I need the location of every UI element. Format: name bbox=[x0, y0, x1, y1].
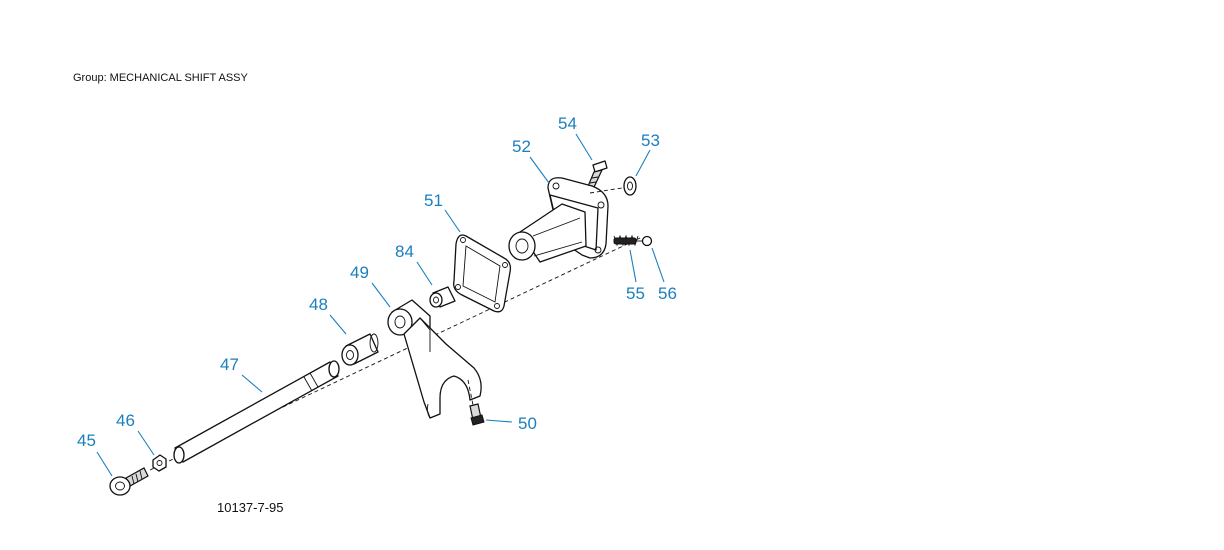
callout-45: 45 bbox=[77, 431, 96, 450]
part-51-gasket bbox=[453, 234, 512, 313]
part-53-washer bbox=[589, 176, 637, 196]
callout-53: 53 bbox=[641, 131, 660, 150]
part-46-nut bbox=[152, 454, 167, 472]
callout-48: 48 bbox=[309, 295, 328, 314]
callout-46: 46 bbox=[116, 411, 135, 430]
callout-51: 51 bbox=[424, 191, 443, 210]
part-48-bushing bbox=[341, 333, 379, 366]
figure-reference: 10137-7-95 bbox=[217, 500, 284, 515]
callout-54: 54 bbox=[558, 114, 577, 133]
leader-lines bbox=[96, 133, 665, 477]
part-50-screw bbox=[467, 379, 485, 426]
part-84-bushing bbox=[429, 286, 456, 308]
callout-50: 50 bbox=[518, 414, 537, 433]
part-56-ball bbox=[636, 235, 653, 247]
callout-52: 52 bbox=[512, 137, 531, 156]
part-47-shaft bbox=[173, 360, 340, 464]
callout-55: 55 bbox=[626, 284, 645, 303]
callout-49: 49 bbox=[350, 263, 369, 282]
part-45-eye-bolt bbox=[109, 467, 149, 496]
callout-84: 84 bbox=[395, 242, 414, 261]
part-55-spring bbox=[613, 234, 639, 247]
callout-56: 56 bbox=[658, 284, 677, 303]
part-49-shift-fork bbox=[387, 299, 482, 419]
group-label: Group: MECHANICAL SHIFT ASSY bbox=[73, 72, 248, 84]
part-52-housing bbox=[508, 177, 609, 263]
callout-47: 47 bbox=[220, 355, 239, 374]
